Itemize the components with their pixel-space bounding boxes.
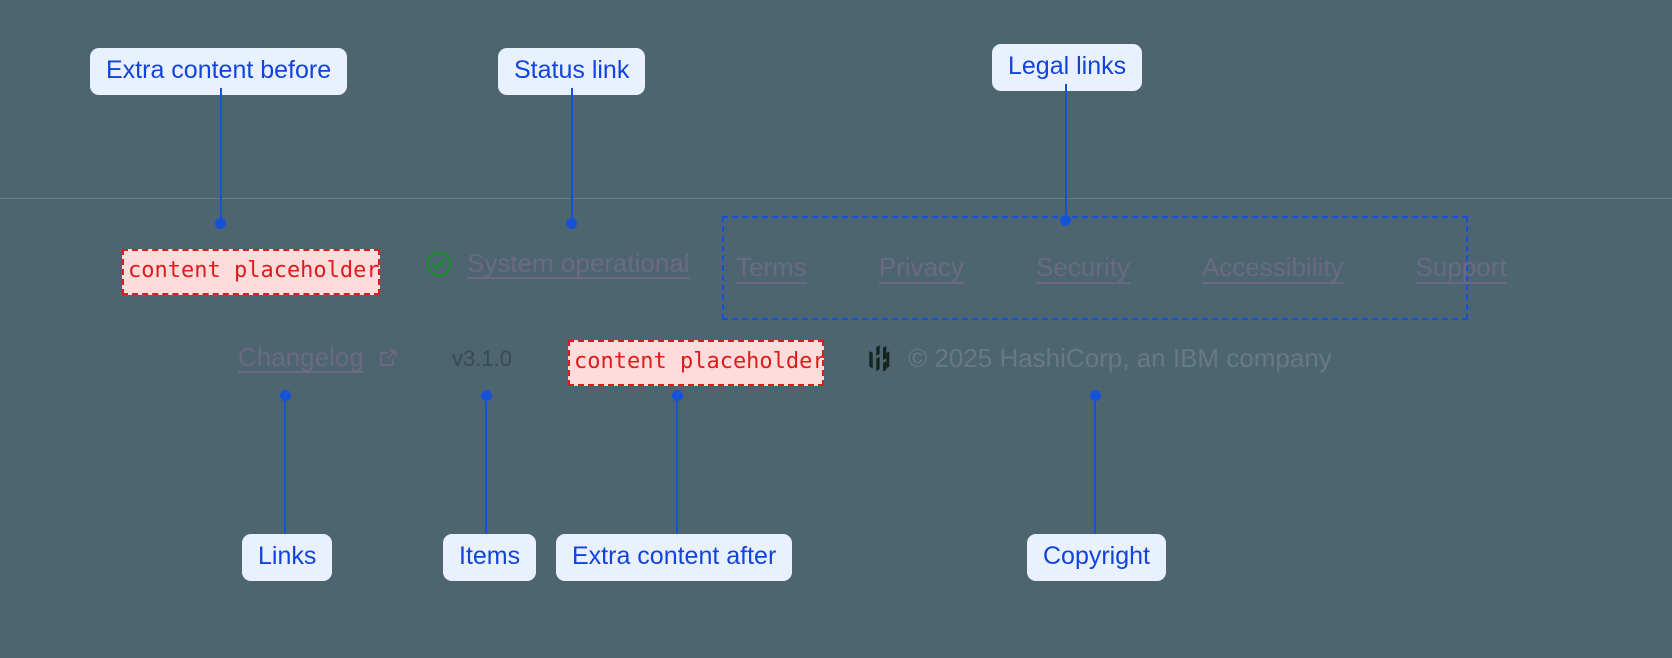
leader-line-extra-before xyxy=(220,88,222,224)
leader-line-copyright xyxy=(1094,396,1096,534)
changelog-link[interactable]: Changelog xyxy=(238,342,400,373)
extra-content-before-placeholder: content placeholder xyxy=(122,249,380,295)
leader-line-legal xyxy=(1065,84,1067,220)
extra-content-after-placeholder: content placeholder xyxy=(568,340,826,386)
legal-link-terms[interactable]: Terms xyxy=(736,252,807,282)
version-label: v3.1.0 xyxy=(452,346,512,371)
leader-dot-links xyxy=(280,390,291,401)
check-circle-icon xyxy=(426,250,452,277)
leader-line-items xyxy=(485,396,487,534)
leader-dot-status xyxy=(566,218,577,229)
callout-copyright: Copyright xyxy=(1027,534,1166,581)
hashicorp-logo xyxy=(869,344,890,372)
copyright-block: © 2025 HashiCorp, an IBM company xyxy=(866,343,1332,374)
external-link-icon xyxy=(379,349,397,366)
legal-links-list: Terms Privacy Security Accessibility Sup… xyxy=(736,252,1507,283)
copyright-text: © 2025 HashiCorp, an IBM company xyxy=(908,343,1332,373)
legal-link-privacy[interactable]: Privacy xyxy=(878,252,965,282)
callout-items: Items xyxy=(443,534,537,581)
legal-links-highlight-box xyxy=(722,216,1468,320)
legal-link-security[interactable]: Security xyxy=(1036,252,1130,282)
system-status[interactable]: System operational xyxy=(424,248,690,279)
callout-extra-content-after: Extra content after xyxy=(556,534,793,581)
changelog-label[interactable]: Changelog xyxy=(238,342,364,372)
leader-line-links xyxy=(284,396,286,534)
leader-dot-extra-after xyxy=(672,390,683,401)
leader-dot-items xyxy=(481,390,492,401)
legal-link-accessibility[interactable]: Accessibility xyxy=(1201,252,1344,282)
legal-link-support[interactable]: Support xyxy=(1415,252,1507,282)
callout-links: Links xyxy=(242,534,333,581)
leader-line-extra-after xyxy=(676,396,678,534)
callout-status-link: Status link xyxy=(498,48,646,95)
callout-legal-links: Legal links xyxy=(992,44,1143,91)
leader-dot-copyright xyxy=(1090,390,1101,401)
footer-region xyxy=(0,198,1672,430)
status-link-label[interactable]: System operational xyxy=(467,248,690,278)
leader-dot-extra-before xyxy=(215,218,226,229)
callout-extra-content-before: Extra content before xyxy=(90,48,348,95)
leader-line-status xyxy=(571,88,573,224)
leader-dot-legal xyxy=(1060,215,1071,226)
